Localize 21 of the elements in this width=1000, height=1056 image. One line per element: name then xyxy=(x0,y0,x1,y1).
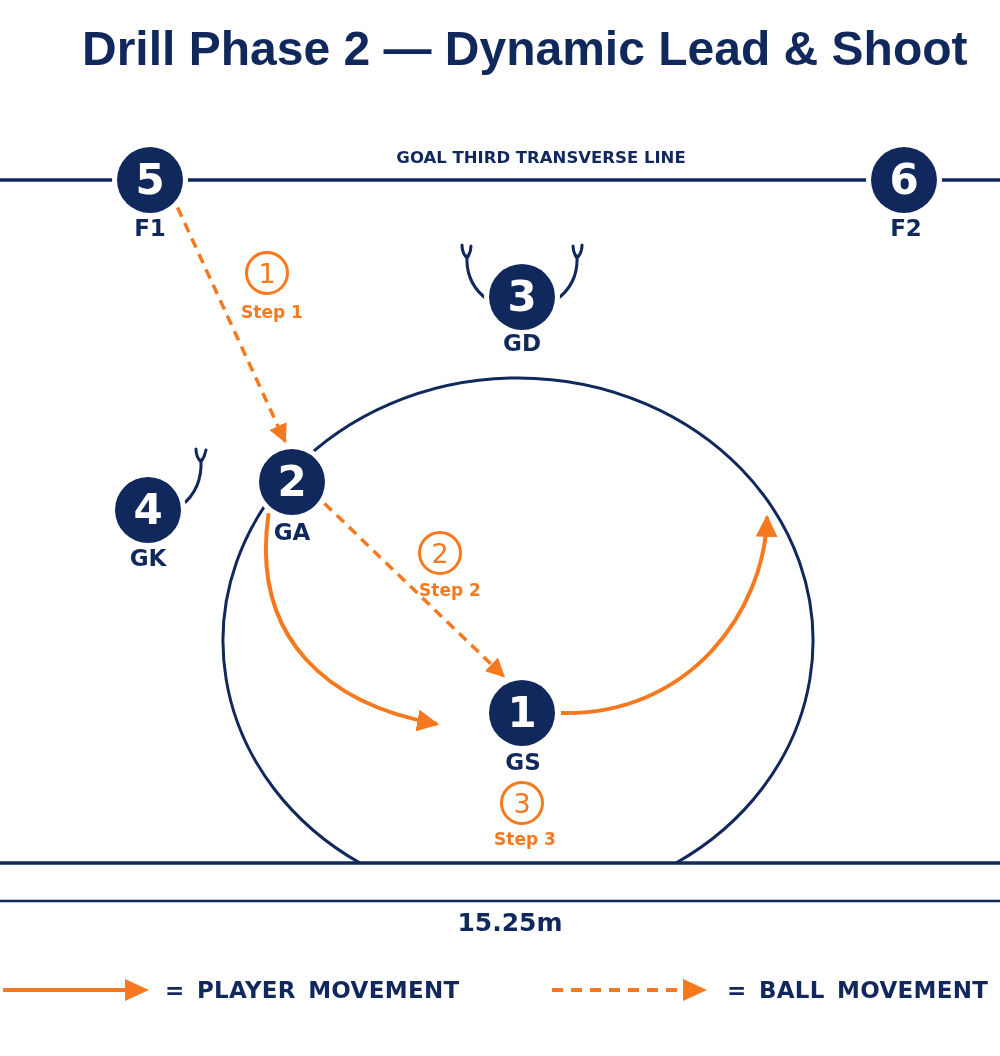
step-label: Step 2 xyxy=(419,581,481,601)
step-number-circle: 2 xyxy=(418,531,462,575)
legend-text: = PLAYER MOVEMENT xyxy=(165,976,460,1004)
position-label: GK xyxy=(129,544,167,572)
legend-text: = BALL MOVEMENT xyxy=(727,976,989,1004)
line-label: GOAL THIRD TRANSVERSE LINE xyxy=(396,148,686,168)
position-label: GS xyxy=(505,748,541,776)
step-label: Step 1 xyxy=(241,303,303,323)
step-number-circle: 1 xyxy=(245,251,289,295)
title: Drill Phase 2 — Dynamic Lead & Shoot xyxy=(82,21,968,77)
dashed-arrow xyxy=(176,206,287,444)
step-number-circle: 3 xyxy=(500,781,544,825)
curved-arrow xyxy=(264,513,440,731)
step-label: Step 3 xyxy=(494,830,556,850)
dashed-arrow xyxy=(323,502,506,678)
position-label: GD xyxy=(503,329,541,357)
position-label: F1 xyxy=(134,214,166,242)
position-label: F2 xyxy=(890,214,922,242)
curved-arrow xyxy=(560,514,777,715)
dimension-label: 15.25m xyxy=(457,908,563,938)
position-label: GA xyxy=(273,518,311,546)
